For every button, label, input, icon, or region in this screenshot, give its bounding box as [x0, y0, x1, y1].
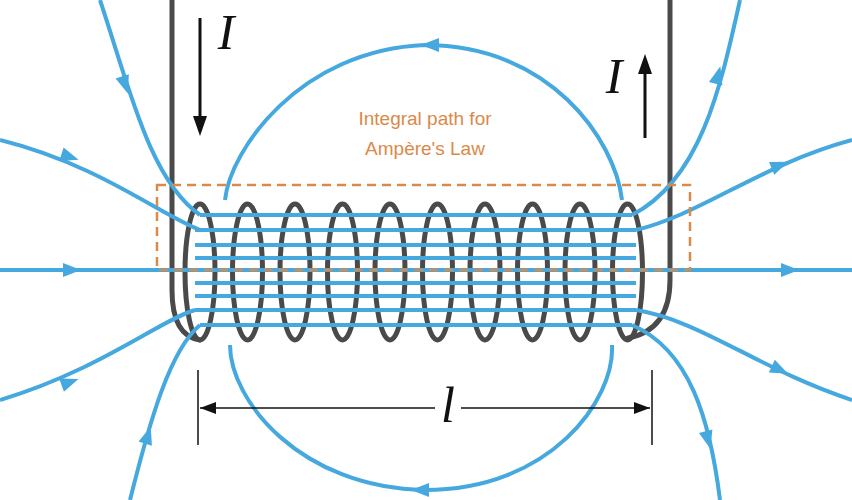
integral-path: [157, 185, 690, 270]
length-label: l: [435, 380, 461, 430]
current-label: I: [606, 51, 623, 101]
path-label: Integral path for Ampère's Law: [325, 104, 525, 165]
current-label: I: [218, 7, 235, 57]
field-arrowheads: [59, 38, 799, 497]
lead-wires: [172, 0, 670, 340]
length-dimension: [198, 370, 652, 445]
